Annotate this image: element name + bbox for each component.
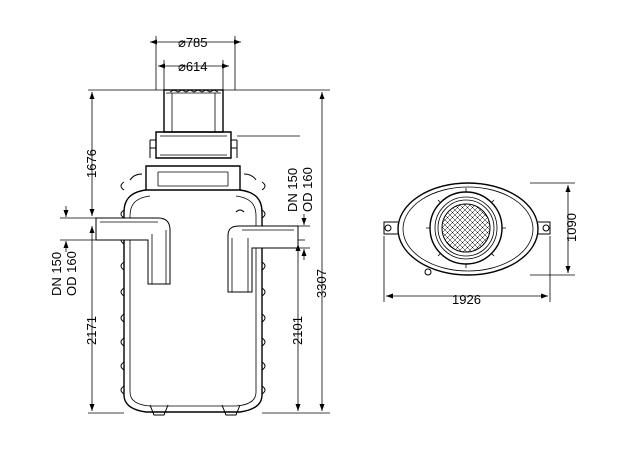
inlet-od-label: OD 160 [64,251,79,296]
riser-shaft [149,89,238,159]
cover-grid [441,203,491,253]
height-3307-label: 3307 [314,269,329,298]
height-1676-label: 1676 [84,149,99,178]
top-diameter-dimensions: ⌀785 ⌀614 [150,35,241,90]
tank-body [120,173,266,416]
height-2171-label: 2171 [84,316,99,345]
level-lines [60,89,330,414]
plan-length-label: 1926 [452,292,481,307]
tank-neck [145,165,241,191]
plan-width-label: 1090 [564,213,579,242]
elevation-view: ⌀785 ⌀614 [49,35,330,416]
inner-diameter-label: ⌀614 [178,59,208,74]
height-2101-label: 2101 [290,316,305,345]
inlet-dn-label: DN 150 [49,252,64,296]
plan-view: 1926 1090 [383,182,579,307]
outlet-dn-label: DN 150 [285,168,300,212]
outer-diameter-label: ⌀785 [178,35,208,50]
inlet-pipe [95,217,171,285]
outlet-pipe [227,209,299,293]
outlet-od-label: OD 160 [300,167,315,212]
vertical-dimensions [63,92,325,411]
